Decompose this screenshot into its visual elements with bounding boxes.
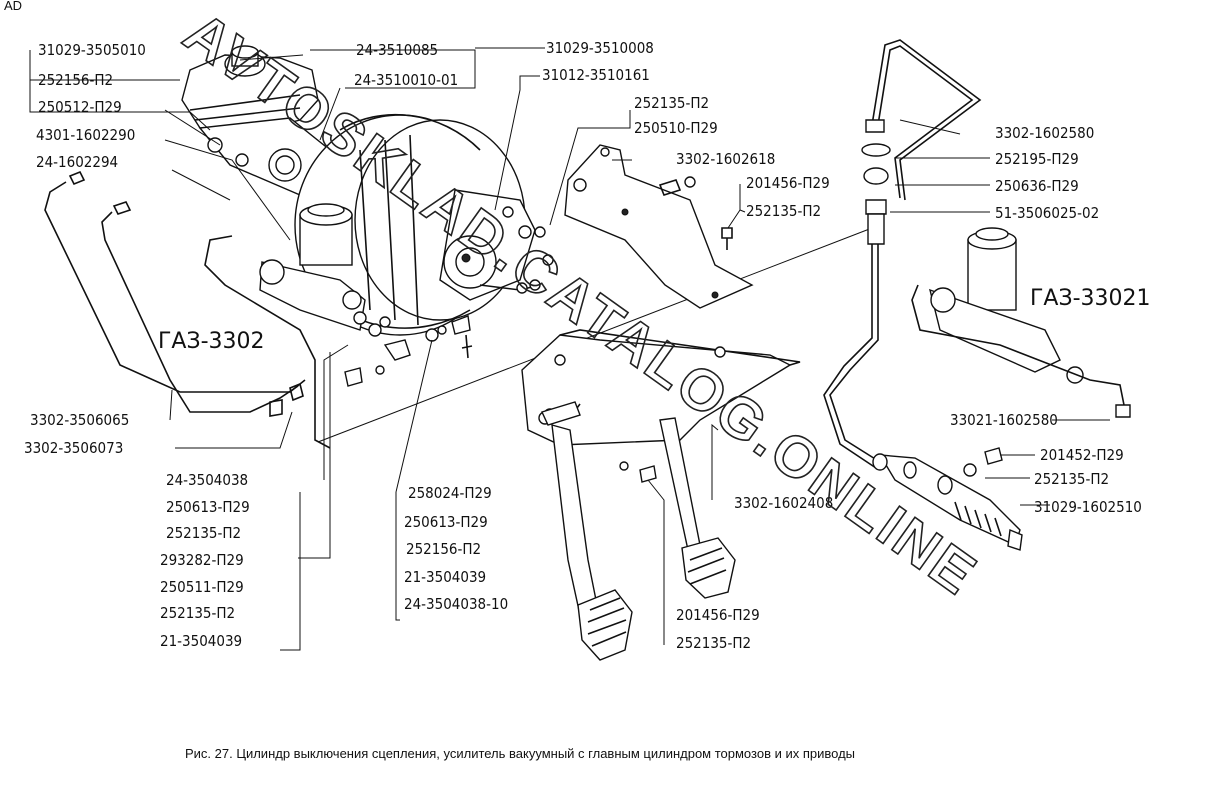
label-201456-p29-b: 201456-П29 — [676, 606, 760, 624]
part-labels: 31029-3505010 252156-П2 250512-П29 4301-… — [24, 39, 1142, 652]
label-24-3510010-01: 24-3510010-01 — [354, 71, 458, 89]
label-3302-3506073: 3302-3506073 — [24, 439, 123, 457]
pedal-assembly — [521, 329, 801, 661]
drawing — [44, 39, 1131, 661]
pipe-loop-left — [204, 235, 331, 449]
model-label-gaz-33021: ГАЗ-33021 — [1030, 286, 1151, 311]
label-4301-1602290: 4301-1602290 — [36, 126, 135, 144]
reservoir-top — [181, 45, 319, 136]
label-252135-p2-a: 252135-П2 — [634, 94, 709, 112]
label-31012-3510161: 31012-3510161 — [542, 66, 650, 84]
label-250512-p29: 250512-П29 — [38, 98, 122, 116]
model-label-gaz-3302: ГАЗ-3302 — [158, 329, 265, 354]
label-33021-1602580: 33021-1602580 — [950, 411, 1058, 429]
label-21-3504039-b: 21-3504039 — [160, 632, 242, 650]
label-24-3510085: 24-3510085 — [356, 41, 438, 59]
label-201456-p29-a: 201456-П29 — [746, 174, 830, 192]
slave-cylinder — [872, 447, 1023, 551]
label-252135-p2-e: 252135-П2 — [166, 524, 241, 542]
label-201452-p29: 201452-П29 — [1040, 446, 1124, 464]
label-250613-p29-b: 250613-П29 — [166, 498, 250, 516]
brake-pipe-3302-3506065 — [101, 211, 299, 413]
label-51-3506025-02: 51-3506025-02 — [995, 204, 1099, 222]
label-252135-p2-c: 252135-П2 — [1034, 470, 1109, 488]
label-3302-1602580: 3302-1602580 — [995, 124, 1094, 142]
figure-caption: Рис. 27. Цилиндр выключения сцепления, у… — [185, 746, 855, 761]
page-marker: AD — [4, 0, 22, 13]
label-252135-p2-d: 252135-П2 — [676, 634, 751, 652]
pipe-3302-1602580 — [861, 39, 982, 245]
vacuum-booster — [294, 113, 541, 336]
label-31029-3505010: 31029-3505010 — [38, 41, 146, 59]
label-24-1602294: 24-1602294 — [36, 153, 118, 171]
bracket-3302-1602618 — [534, 144, 754, 309]
label-252135-p2-b: 252135-П2 — [746, 202, 821, 220]
label-250510-p29: 250510-П29 — [634, 119, 718, 137]
label-252195-p29: 252195-П29 — [995, 150, 1079, 168]
label-252135-p2-f: 252135-П2 — [160, 604, 235, 622]
pipe-slave-right — [829, 244, 881, 463]
label-293282-p29: 293282-П29 — [160, 551, 244, 569]
label-252156-p2: 252156-П2 — [38, 71, 113, 89]
label-3302-1602408: 3302-1602408 — [734, 494, 833, 512]
label-252156-p2-b: 252156-П2 — [406, 540, 481, 558]
clutch-master-cylinder-left — [259, 203, 367, 331]
label-250511-p29: 250511-П29 — [160, 578, 244, 596]
label-21-3504039-a: 21-3504039 — [404, 568, 486, 586]
label-250613-p29-a: 250613-П29 — [404, 513, 488, 531]
label-258024-p29: 258024-П29 — [408, 484, 492, 502]
label-31029-1602510: 31029-1602510 — [1034, 498, 1142, 516]
clutch-master-cylinder-right — [911, 227, 1131, 418]
brake-master-cylinder — [198, 117, 341, 196]
label-24-3504038: 24-3504038 — [166, 471, 248, 489]
label-24-3504038-10: 24-3504038-10 — [404, 595, 508, 613]
label-3302-1602618: 3302-1602618 — [676, 150, 775, 168]
leader-lines — [29, 47, 1110, 651]
label-31029-3510008: 31029-3510008 — [546, 39, 654, 57]
label-3302-3506065: 3302-3506065 — [30, 411, 129, 429]
label-250636-p29: 250636-П29 — [995, 177, 1079, 195]
brake-pipe-24-1602294 — [44, 181, 306, 393]
